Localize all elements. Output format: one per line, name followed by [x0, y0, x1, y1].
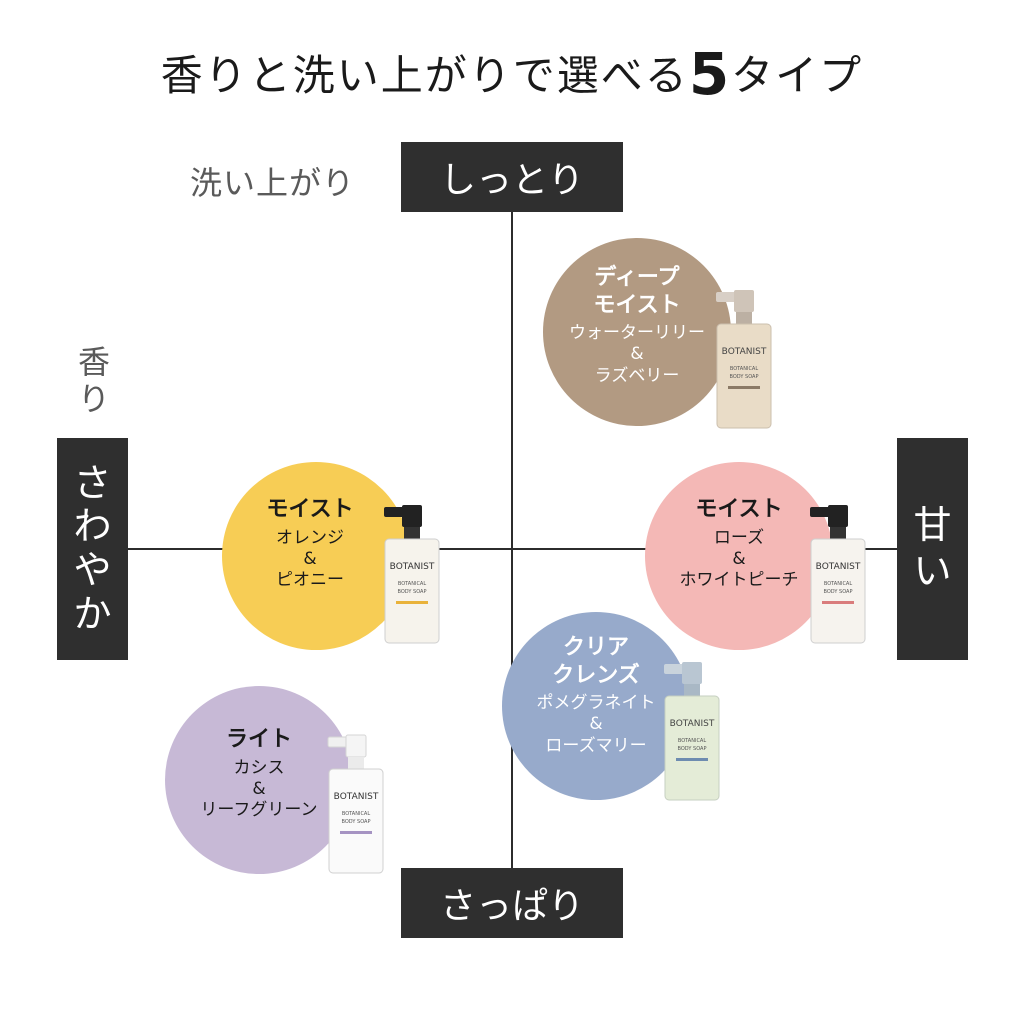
scent-line: &: [589, 714, 603, 735]
type-name-line: モイスト: [593, 292, 681, 318]
scent-line: &: [252, 778, 266, 799]
bottle-brand: BOTANIST: [722, 347, 767, 357]
scent-line: ポメグラネイト: [536, 693, 656, 713]
title-main: 香りと洗い上がりで選べる: [160, 51, 689, 100]
bottle-body: [328, 768, 384, 874]
horizontal-axis-label-char: り: [77, 379, 110, 418]
axis-tag-right: 甘 い: [897, 438, 968, 660]
bottle-line1: BOTANICAL: [730, 366, 758, 372]
bottle-neck: [348, 757, 364, 769]
type-name: ディープモイスト: [553, 264, 721, 319]
bottle-neck: [404, 527, 420, 539]
circle-deep-moist: [543, 238, 731, 426]
scent-line: ローズマリー: [545, 735, 647, 756]
type-name: モイスト: [695, 497, 783, 522]
axis-tag-top: しっとり: [401, 142, 623, 212]
bottle-line2: BODY SOAP: [824, 589, 853, 595]
bottle-band: [676, 758, 708, 761]
bottle-body: [384, 538, 440, 644]
bottle-pump: [828, 505, 848, 527]
scent-line: リーフグリーン: [200, 800, 318, 820]
scent-line: オレンジ: [276, 527, 344, 548]
bottle-moist-rose: BOTANIST BOTANICAL BODY SOAP: [810, 505, 866, 644]
circle-clear-cleanse: [502, 612, 690, 800]
vertical-axis-label: 洗い上がり: [190, 164, 356, 202]
circle-moist-rose: [645, 462, 833, 650]
label-light: ライト カシス & リーフグリーン: [175, 726, 343, 821]
bottle-pump: [345, 734, 367, 758]
bottle-deep-moist: BOTANIST BOTANICAL BODY SOAP: [716, 290, 772, 429]
bottle-neck: [830, 527, 846, 539]
title-number: 5: [688, 40, 732, 108]
bottle-line1: BOTANICAL: [678, 738, 706, 744]
bottle-band: [728, 386, 760, 389]
circle-light: [165, 686, 353, 874]
axis-tag-right-char: 甘: [913, 503, 952, 548]
horizontal-axis: [128, 548, 898, 550]
scent-line: カシス: [233, 757, 285, 778]
bottle-brand: BOTANIST: [816, 562, 861, 572]
bottle-body: [716, 323, 772, 429]
axis-tag-left-char: か: [73, 591, 112, 636]
type-name-line: クレンズ: [552, 662, 640, 688]
scent-line: ホワイトピーチ: [679, 570, 799, 590]
bottle-neck: [684, 684, 700, 696]
page-title: 香りと洗い上がりで選べる5タイプ: [0, 40, 1024, 108]
axis-tag-left-char: わ: [73, 504, 112, 549]
bottle-line1: BOTANICAL: [824, 581, 852, 587]
label-deep-moist: ディープモイスト ウォーターリリー & ラズベリー: [553, 264, 721, 387]
horizontal-axis-label: 香 り: [74, 344, 114, 418]
scent-line: ラズベリー: [594, 365, 680, 386]
bottle-brand: BOTANIST: [334, 792, 379, 802]
scent-line: &: [303, 548, 317, 569]
type-name: ライト: [225, 727, 292, 752]
axis-tag-left-char: や: [73, 548, 112, 592]
horizontal-axis-label-char: 香: [77, 343, 110, 381]
bottle-band: [340, 831, 372, 834]
bottle-line2: BODY SOAP: [730, 374, 759, 380]
scent-line: ピオニー: [276, 570, 344, 590]
label-moist-orange: モイスト オレンジ & ピオニー: [226, 496, 394, 591]
axis-tag-bottom: さっぱり: [401, 868, 623, 938]
bottle-neck: [736, 312, 752, 324]
bottle-clear-cleanse: BOTANIST BOTANICAL BODY SOAP: [664, 662, 720, 801]
label-moist-rose: モイスト ローズ & ホワイトピーチ: [655, 496, 823, 591]
bottle-band: [822, 601, 854, 604]
circle-moist-orange: [222, 462, 410, 650]
bottle-brand: BOTANIST: [670, 719, 715, 729]
scent-line: &: [732, 548, 746, 569]
bottle-light: BOTANIST BOTANICAL BODY SOAP: [327, 734, 384, 874]
scent-line: ウォーターリリー: [569, 323, 705, 343]
bottle-moist-orange: BOTANIST BOTANICAL BODY SOAP: [384, 505, 440, 644]
bottle-line1: BOTANICAL: [398, 581, 426, 587]
bottle-line1: BOTANICAL: [342, 811, 370, 817]
axis-tag-left: さ わ や か: [57, 438, 128, 660]
bottle-body: [664, 695, 720, 801]
bottle-line2: BODY SOAP: [678, 746, 707, 752]
bottle-body: [810, 538, 866, 644]
label-clear-cleanse: クリアクレンズ ポメグラネイト & ローズマリー: [512, 634, 680, 757]
title-suffix: タイプ: [731, 51, 864, 100]
axis-tag-left-char: さ: [73, 460, 112, 505]
scent-line: ローズ: [713, 527, 765, 548]
scent-line: &: [630, 344, 644, 365]
bottle-line2: BODY SOAP: [342, 819, 371, 825]
type-name-line: クリア: [562, 635, 629, 660]
bottle-pump: [682, 662, 702, 684]
bottle-pump: [402, 505, 422, 527]
bottle-brand: BOTANIST: [390, 562, 435, 572]
bottle-line2: BODY SOAP: [398, 589, 427, 595]
bottle-band: [396, 601, 428, 604]
type-name-line: ディープ: [594, 265, 680, 290]
type-name: モイスト: [266, 497, 354, 522]
type-name: クリアクレンズ: [512, 634, 680, 689]
vertical-axis: [511, 212, 513, 868]
bottle-pump: [734, 290, 754, 312]
axis-tag-right-char: い: [913, 549, 952, 593]
